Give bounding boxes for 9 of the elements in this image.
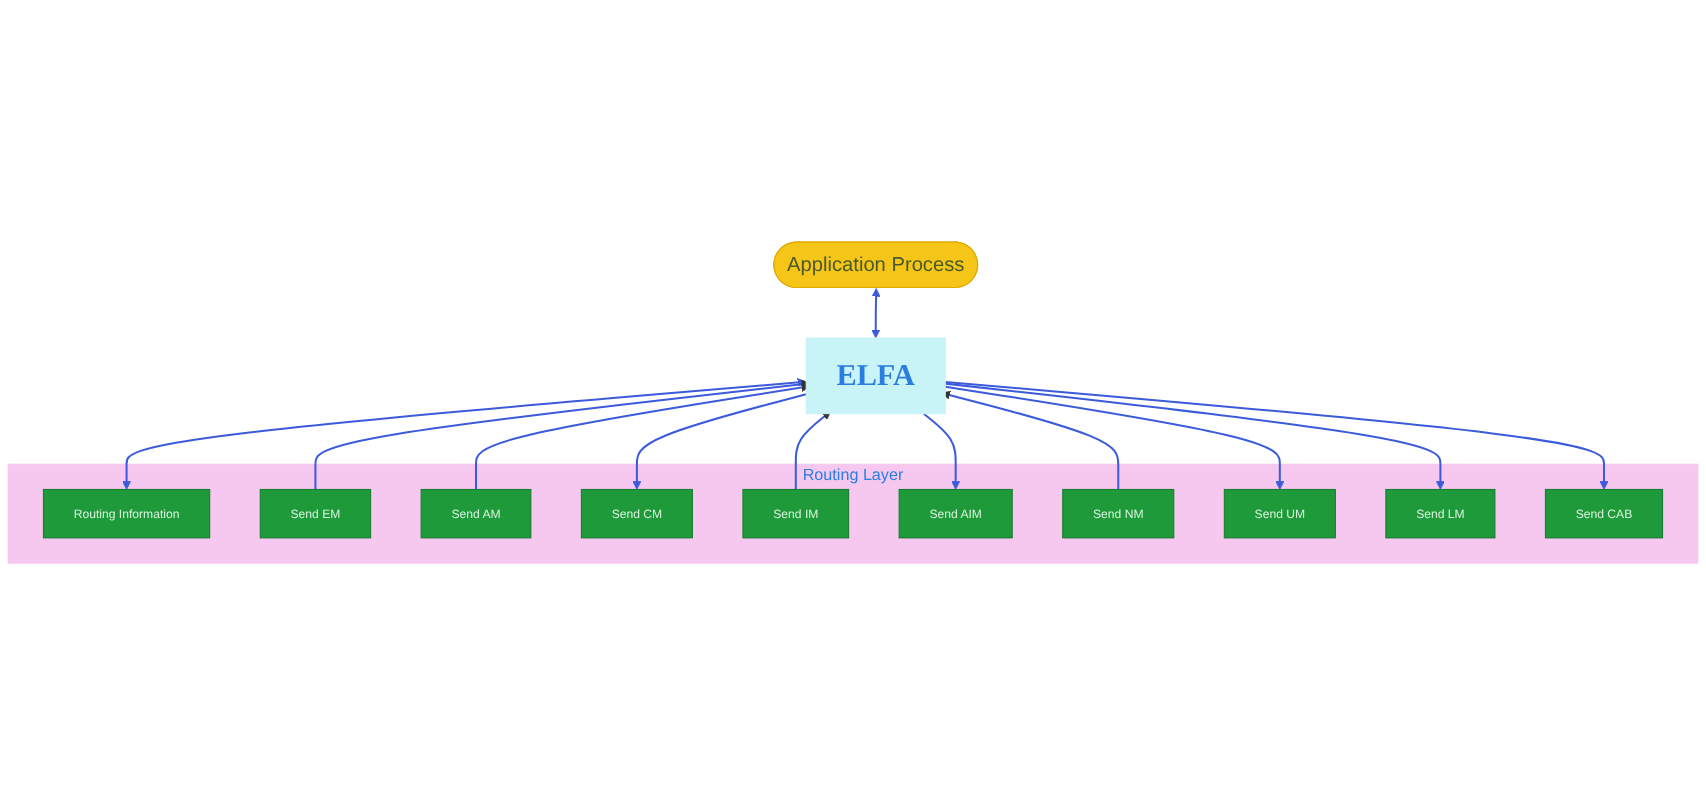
arrow [794,411,831,490]
arrow [923,413,961,491]
node-box: ELFA [805,337,946,415]
arrow [945,386,1285,491]
arrow [122,378,807,491]
arrow [632,393,807,491]
arrow [945,381,1609,491]
arrow [871,288,881,339]
arrow [945,383,1445,491]
